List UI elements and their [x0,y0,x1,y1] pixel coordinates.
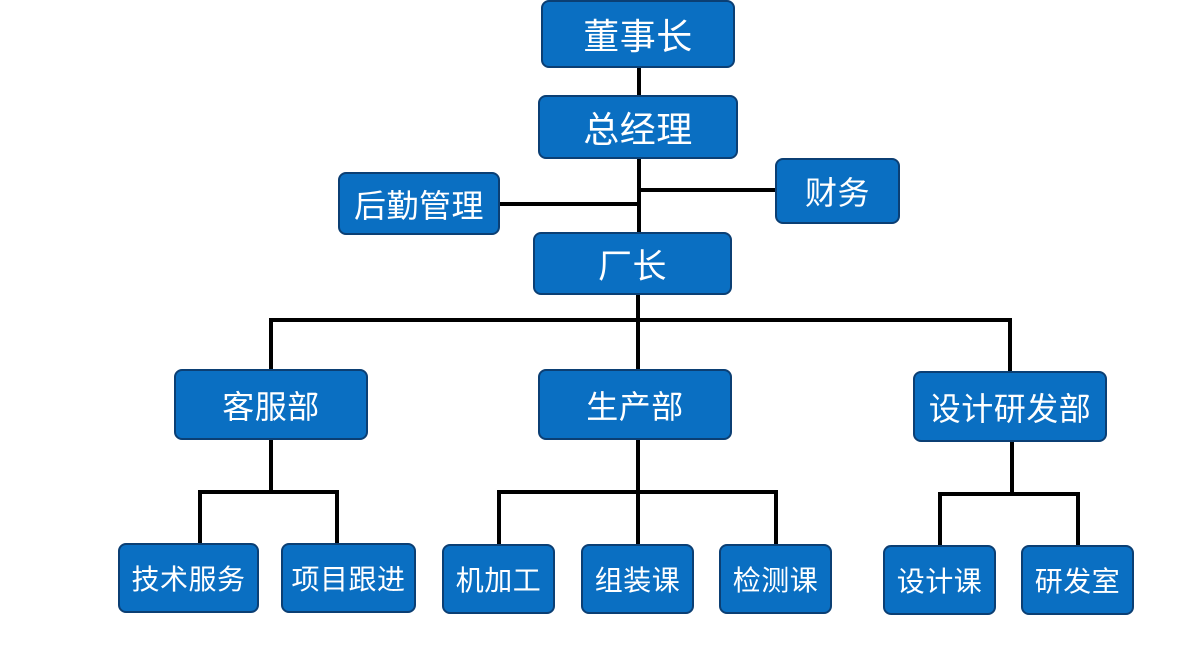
node-logistics: 后勤管理 [338,172,500,235]
node-label: 组装课 [594,564,681,597]
node-rd-lab: 研发室 [1021,545,1134,615]
node-label: 研发室 [1034,565,1121,598]
node-label: 客服部 [222,387,320,426]
node-customer-service: 客服部 [174,369,368,440]
node-tech-service: 技术服务 [118,543,259,613]
node-inspection: 检测课 [719,544,832,614]
node-design-rd: 设计研发部 [913,371,1107,442]
node-label: 董事长 [583,17,693,58]
node-general-manager: 总经理 [538,95,738,159]
node-production: 生产部 [538,369,732,440]
node-factory-director: 厂长 [533,232,732,295]
node-label: 机加工 [455,564,542,597]
node-machining: 机加工 [442,544,555,614]
node-label: 项目跟进 [291,563,406,596]
node-assembly: 组装课 [581,544,694,614]
node-label: 厂长 [598,247,667,287]
node-label: 检测课 [732,564,819,597]
node-label: 总经理 [583,110,693,151]
node-label: 财务 [804,174,870,212]
node-label: 设计研发部 [928,389,1092,428]
node-label: 后勤管理 [353,186,484,225]
node-label: 生产部 [586,387,684,426]
node-chairman: 董事长 [541,0,735,68]
node-design-section: 设计课 [883,545,996,615]
node-label: 设计课 [896,565,983,598]
node-project-followup: 项目跟进 [281,543,416,613]
node-finance: 财务 [775,158,900,224]
node-label: 技术服务 [131,563,246,596]
